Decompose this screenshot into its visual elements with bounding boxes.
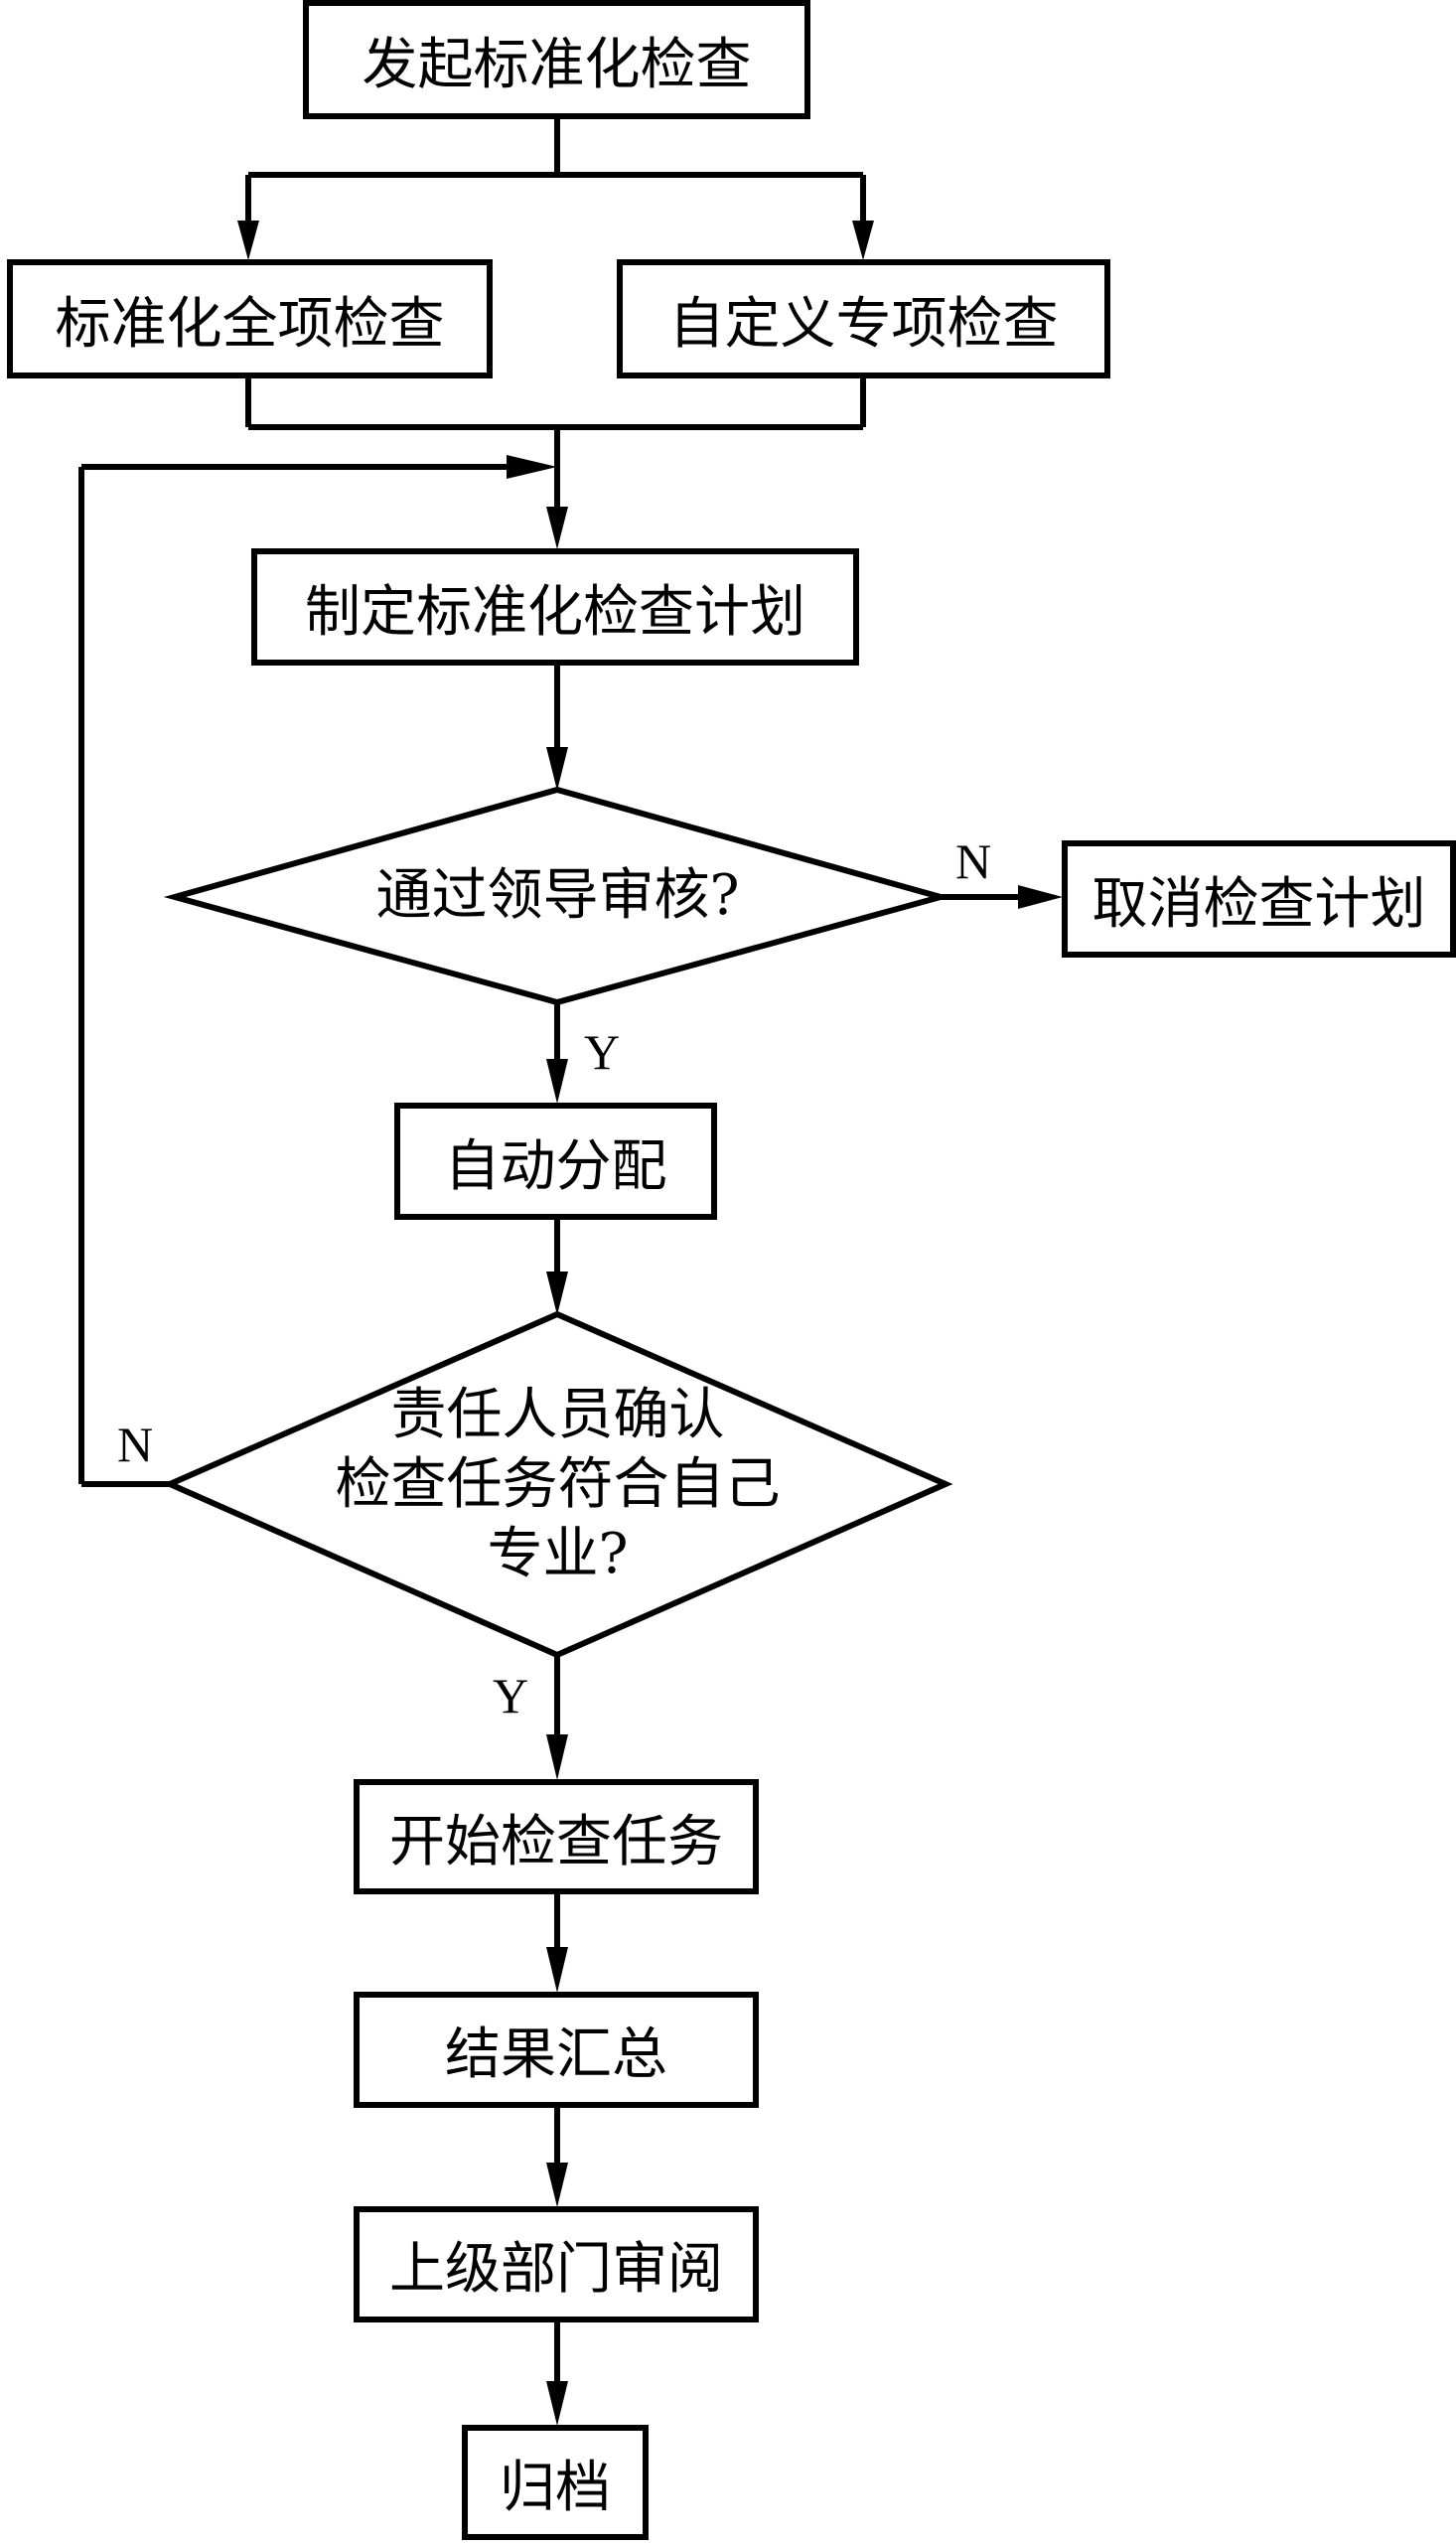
decision-diamond-confirm-major: [162, 1310, 953, 1659]
arrowhead-to-start-task: [546, 1734, 568, 1780]
node-make-plan-label: 制定标准化检查计划: [305, 579, 805, 645]
node-auto-assign-label: 自动分配: [444, 1133, 667, 1199]
node-auto-assign: 自动分配: [394, 1103, 717, 1220]
node-custom-check-label: 自定义专项检查: [668, 291, 1059, 357]
arrowhead-to-summary: [546, 1947, 568, 1993]
node-start: 发起标准化检查: [303, 0, 810, 119]
decision-leader-review-label: 通过领导审核?: [175, 790, 941, 1002]
label-review-no: N: [955, 833, 992, 889]
arrowhead-to-superior-review: [546, 2163, 568, 2207]
node-superior-review-label: 上级部门审阅: [389, 2237, 723, 2302]
arrowhead-to-assign: [546, 1059, 568, 1104]
node-summary: 结果汇总: [354, 1992, 759, 2108]
node-archive: 归档: [462, 2425, 649, 2540]
node-cancel-plan: 取消检查计划: [1062, 840, 1456, 958]
decision-confirm-major-label: 责任人员确认 检查任务符合自己 专业?: [170, 1314, 946, 1655]
label-review-yes: Y: [584, 1024, 621, 1080]
arrowhead-fork-left: [237, 221, 259, 260]
arrowhead-to-archive: [546, 2381, 568, 2426]
node-full-check-label: 标准化全项检查: [55, 291, 445, 357]
decision-diamond-leader-review: [163, 786, 952, 1006]
arrowhead-to-review: [546, 747, 568, 791]
decision-confirm-major-text: 责任人员确认 检查任务符合自己 专业?: [335, 1382, 781, 1586]
arrowhead-to-plan: [546, 507, 568, 549]
arrowhead-to-confirm: [546, 1272, 568, 1315]
node-make-plan: 制定标准化检查计划: [251, 548, 859, 666]
node-custom-check: 自定义专项检查: [617, 259, 1110, 378]
node-summary-label: 结果汇总: [445, 2022, 667, 2087]
node-full-check: 标准化全项检查: [7, 259, 493, 378]
node-start-task: 开始检查任务: [354, 1779, 759, 1894]
node-start-task-label: 开始检查任务: [389, 1809, 723, 1874]
arrowhead-to-cancel: [1018, 885, 1063, 909]
decision-leader-review-text: 通过领导审核?: [375, 863, 740, 928]
node-cancel-plan-label: 取消检查计划: [1092, 871, 1426, 937]
node-start-label: 发起标准化检查: [362, 32, 752, 97]
arrowhead-loop-right: [507, 455, 557, 479]
node-archive-label: 归档: [500, 2455, 611, 2520]
arrowhead-fork-right: [852, 221, 874, 260]
label-confirm-yes: Y: [493, 1668, 529, 1723]
label-confirm-no: N: [117, 1417, 154, 1472]
node-superior-review: 上级部门审阅: [354, 2206, 759, 2322]
